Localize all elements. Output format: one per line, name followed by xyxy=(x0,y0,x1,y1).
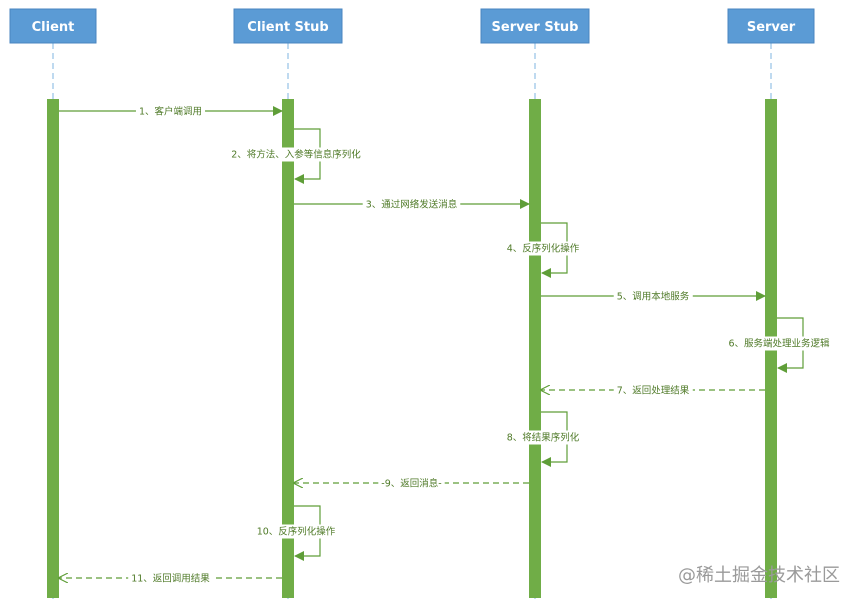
participant-label-0: Client xyxy=(32,20,75,35)
participant-label-3: Server xyxy=(747,20,796,35)
activation-bar-2 xyxy=(529,99,541,598)
message-7: 7、返回处理结果 xyxy=(541,383,765,398)
watermark: @稀土掘金技术社区 xyxy=(678,565,840,586)
message-label: 7、返回处理结果 xyxy=(617,385,690,397)
label-background xyxy=(504,241,582,256)
message-8: 8、将结果序列化 xyxy=(504,411,582,467)
message-label: 3、通过网络发送消息 xyxy=(366,199,458,211)
message-label: 6、服务端处理业务逻辑 xyxy=(728,338,830,350)
message-11: 11、返回调用结果 xyxy=(59,571,282,586)
label-background xyxy=(613,289,693,304)
label-background xyxy=(229,147,364,162)
message-6: 6、服务端处理业务逻辑 xyxy=(726,317,833,373)
participant-box-2 xyxy=(480,8,590,44)
message-10: 10、反序列化操作 xyxy=(254,505,338,561)
message-label: 2、将方法、入参等信息序列化 xyxy=(231,149,361,161)
label-background xyxy=(128,571,214,586)
label-background xyxy=(613,383,693,398)
participant-label-2: Server Stub xyxy=(492,20,579,35)
activation-bar-0 xyxy=(47,99,59,598)
participant-box-1 xyxy=(233,8,343,44)
label-background xyxy=(254,524,338,539)
message-label: 11、返回调用结果 xyxy=(131,573,210,585)
message-1: 1、客户端调用 xyxy=(59,104,283,119)
message-label: 1、客户端调用 xyxy=(139,106,202,118)
label-background xyxy=(504,430,582,445)
message-3: 3、通过网络发送消息 xyxy=(294,197,530,212)
participant-box-0 xyxy=(9,8,97,44)
activation-bar-1 xyxy=(282,99,294,598)
message-5: 5、调用本地服务 xyxy=(541,289,766,304)
message-label: 10、反序列化操作 xyxy=(257,526,336,538)
message-9: -9、返回消息- xyxy=(294,476,529,491)
participant-box-3 xyxy=(727,8,815,44)
message-4: 4、反序列化操作 xyxy=(504,222,582,278)
message-label: -9、返回消息- xyxy=(381,478,441,490)
message-label: 4、反序列化操作 xyxy=(507,243,580,255)
participant-label-1: Client Stub xyxy=(247,20,328,35)
message-label: 5、调用本地服务 xyxy=(617,291,690,303)
label-background xyxy=(378,476,445,491)
label-background xyxy=(135,104,206,119)
label-background xyxy=(362,197,461,212)
message-2: 2、将方法、入参等信息序列化 xyxy=(229,128,364,184)
label-background xyxy=(726,336,833,351)
message-label: 8、将结果序列化 xyxy=(507,432,580,444)
